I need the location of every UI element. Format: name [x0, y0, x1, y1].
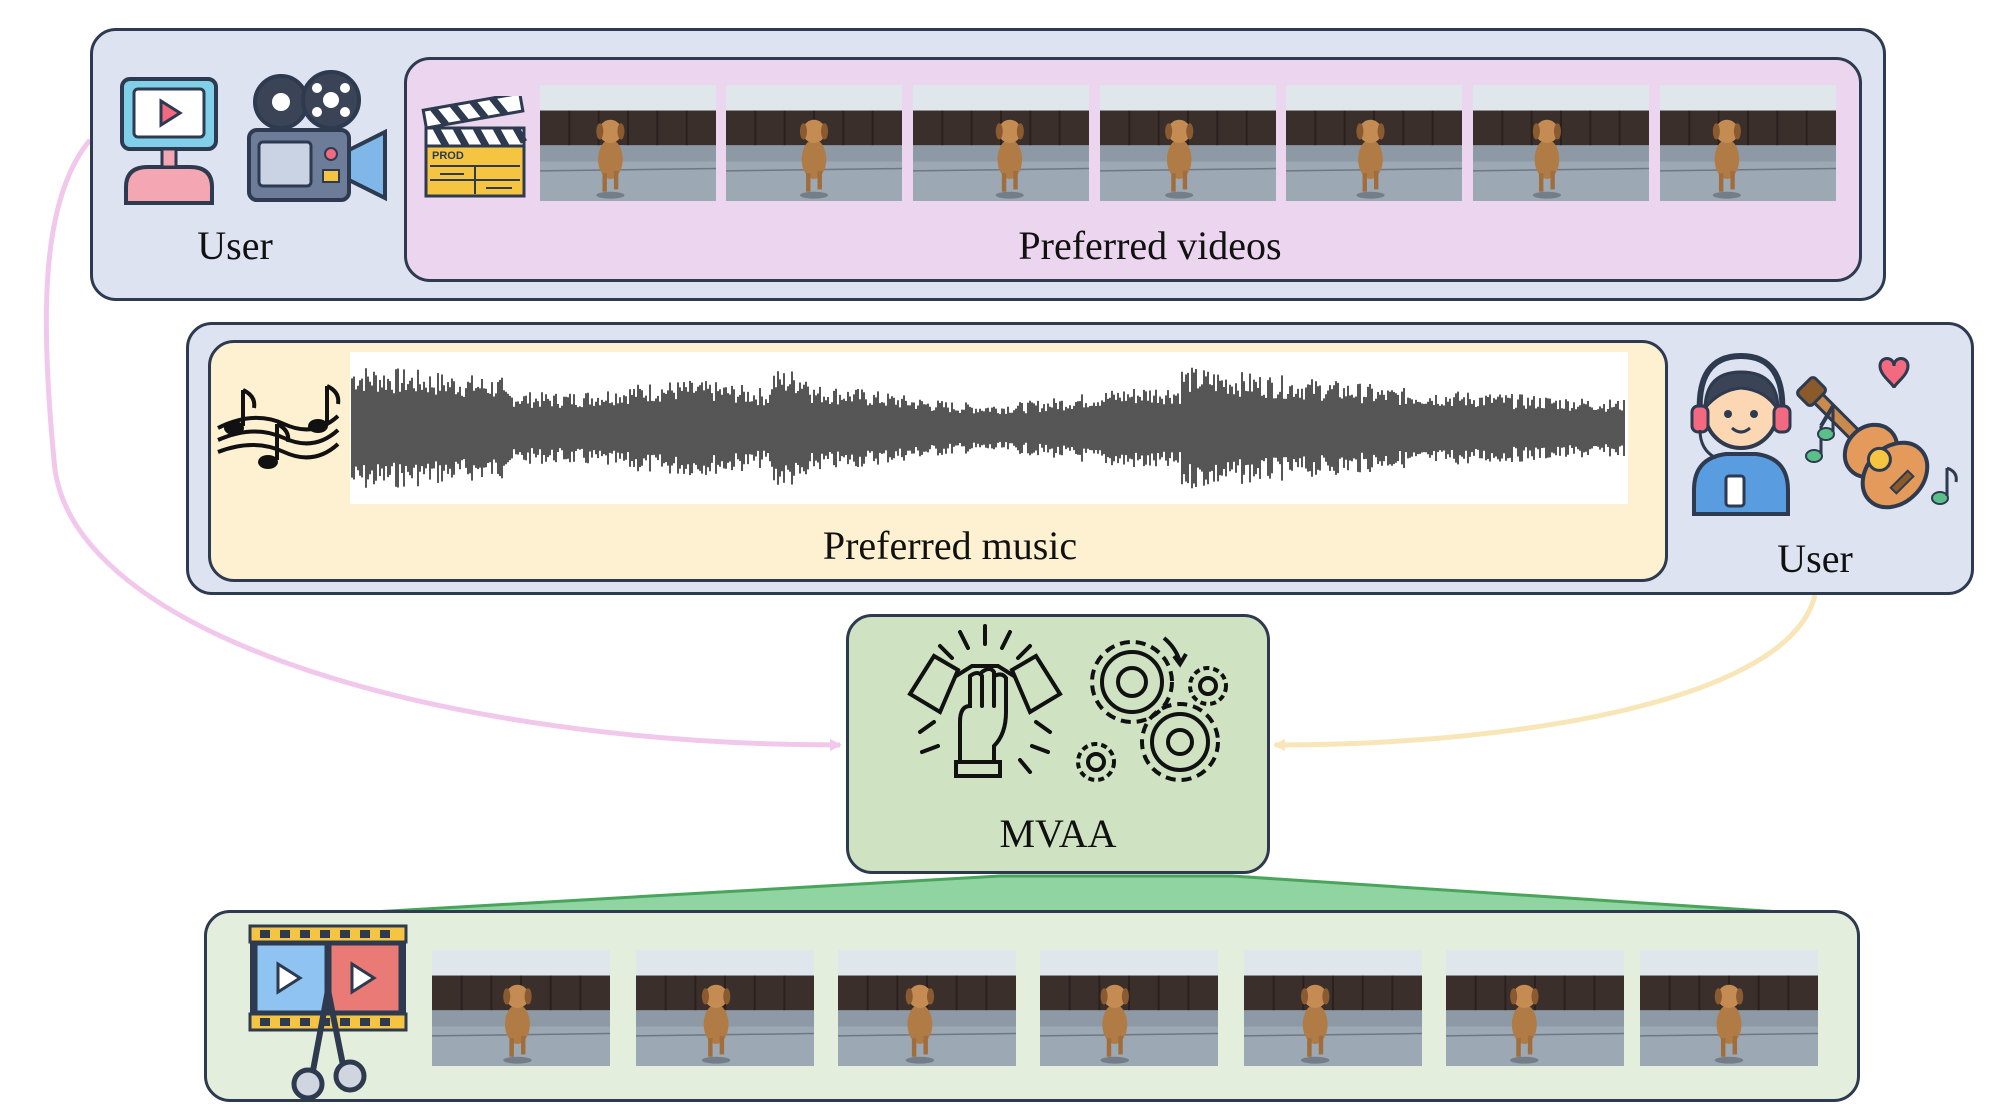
video-frame-2 [726, 85, 902, 201]
video-frame-3 [913, 85, 1089, 201]
middle-user-label: User [1777, 536, 1853, 581]
video-frame-4 [1100, 85, 1276, 201]
clapperboard-icon: PROD [421, 96, 528, 198]
video-frame-1 [540, 85, 716, 201]
video-frame-7 [1660, 85, 1836, 201]
handshake-icon [907, 624, 1063, 778]
output-frame-7 [1640, 950, 1818, 1066]
waveform-path [351, 367, 1625, 489]
user-video-icon [120, 77, 218, 205]
preferred-music-label: Preferred music [822, 523, 1078, 568]
output-frame-3 [838, 950, 1016, 1066]
guitar-icon [1796, 357, 1958, 510]
film-edit-icon [248, 924, 408, 1101]
waveform-panel [350, 352, 1628, 504]
mvaa-label: MVAA [999, 811, 1117, 856]
video-frame-5 [1286, 85, 1462, 201]
top-user-label: User [197, 223, 273, 268]
mvaa-box [846, 614, 1270, 874]
pink-arrow [43, 138, 842, 751]
video-camera-icon [247, 70, 387, 202]
music-notes-icon [217, 384, 341, 469]
output-frame-6 [1446, 950, 1624, 1066]
output-frame-5 [1244, 950, 1422, 1066]
clapper-text: PROD [432, 150, 464, 162]
output-frame-2 [636, 950, 814, 1066]
gears-icon [1076, 636, 1228, 782]
preferred-videos-label: Preferred videos [1018, 223, 1282, 268]
output-frame-1 [432, 950, 610, 1066]
video-frame-6 [1473, 85, 1649, 201]
green-funnel [371, 874, 1781, 914]
user-headphones-icon [1690, 352, 1792, 516]
yellow-arrow [1273, 594, 1818, 751]
output-frame-4 [1040, 950, 1218, 1066]
audio-waveform [351, 367, 1625, 489]
